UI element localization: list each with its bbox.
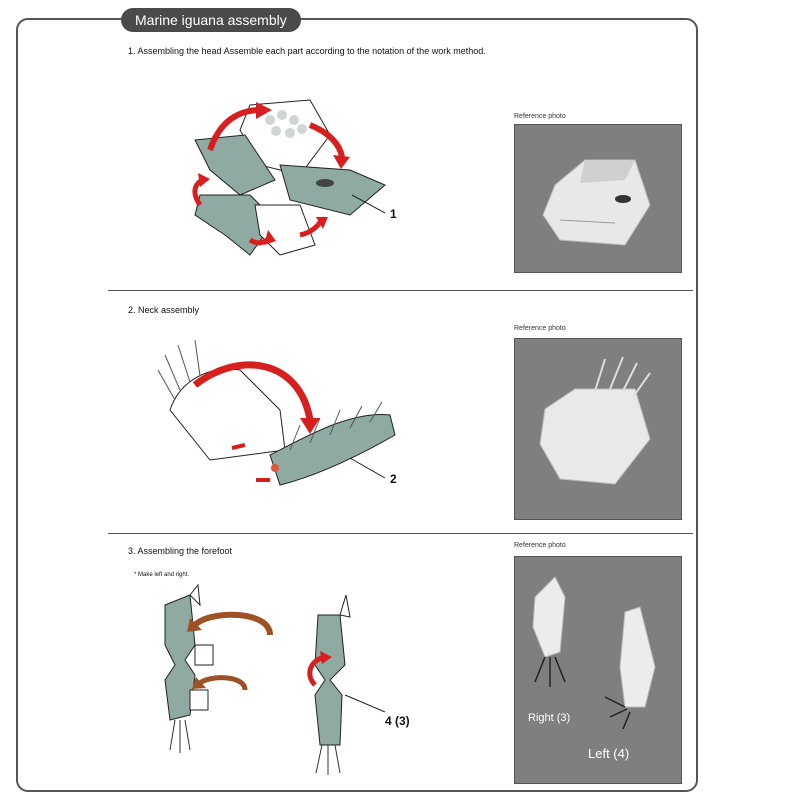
- section-divider-2: [108, 533, 693, 534]
- caption-left-4: Left (4): [588, 746, 630, 761]
- callout-part-1: 1: [390, 207, 397, 221]
- section-1-title: 1. Assembling the head Assemble each par…: [128, 46, 486, 56]
- reference-photo-forefoot: [514, 556, 682, 784]
- reference-photo-head: [514, 124, 682, 273]
- forefoot-photo-image: [532, 576, 656, 730]
- reference-label-3: Reference photo: [514, 542, 566, 549]
- section-3-note: * Make left and right.: [134, 572, 190, 578]
- head-photo-image: [542, 159, 651, 246]
- callout-part-2: 2: [390, 472, 397, 486]
- neck-photo-image: [539, 356, 651, 485]
- reference-photo-neck: [514, 338, 682, 520]
- section-2-title: 2. Neck assembly: [128, 305, 200, 315]
- page-title: Marine iguana assembly: [121, 8, 301, 32]
- callout-part-4-3: 4 (3): [385, 714, 410, 728]
- section-divider-1: [108, 290, 693, 291]
- head-assembly-diagram: [192, 99, 386, 256]
- section-3-title: 3. Assembling the forefoot: [128, 546, 233, 556]
- forefoot-assembly-diagram: [164, 583, 386, 775]
- reference-label-1: Reference photo: [514, 113, 566, 120]
- caption-right-3: Right (3): [528, 712, 571, 724]
- neck-assembly-diagram: [157, 339, 396, 486]
- reference-label-2: Reference photo: [514, 325, 566, 332]
